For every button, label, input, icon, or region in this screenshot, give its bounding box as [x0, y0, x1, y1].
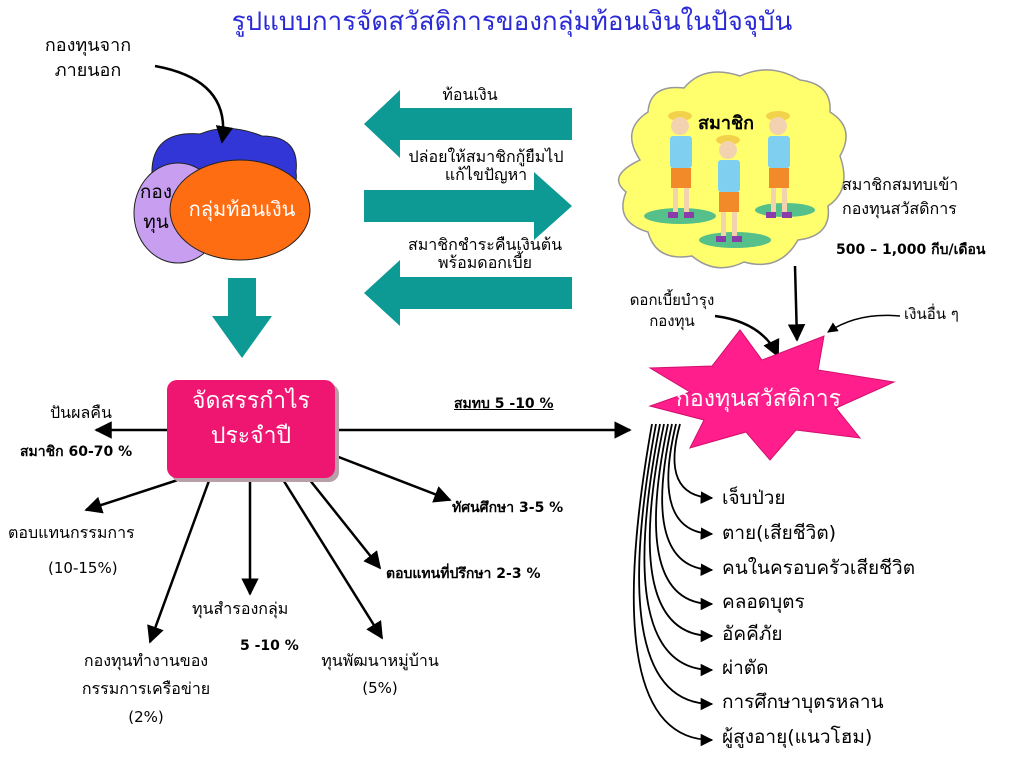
contribution-pct: สมทบ 5 -10 %	[454, 396, 554, 412]
benefit-item: ผ่าตัด	[722, 657, 769, 679]
loan-line-1: ปล่อยให้สมาชิกกู้ยืมไป	[408, 147, 564, 166]
interest-fund-line-1: ดอกเบี้ยบำรุง	[629, 291, 715, 309]
arrow-study-trip	[335, 454, 452, 503]
committee-pct: (10-15%)	[48, 559, 118, 577]
fund-circle-line-2: ทุน	[143, 210, 169, 233]
network-fund-line-2: กรรมการเครือข่าย	[81, 679, 211, 699]
arrow-network-fund	[147, 477, 212, 644]
benefit-item: คนในครอบครัวเสียชีวิต	[722, 557, 916, 579]
repay-line-1: สมาชิกชำระคืนเงินต้น	[407, 235, 563, 254]
teal-arrow-savings	[364, 90, 572, 158]
members-label: สมาชิก	[698, 113, 755, 134]
committee-label: ตอบแทนกรรมการ	[8, 523, 135, 542]
village-dev-line-1: ทุนพัฒนาหมู่บ้าน	[321, 651, 439, 670]
network-fund-label: กองทุนทำงานของ กรรมการเครือข่าย (2%)	[60, 651, 232, 726]
benefit-item: เจ็บป่วย	[722, 487, 786, 509]
savings-label: ท้อนเงิน	[442, 85, 498, 104]
welfare-star	[648, 329, 896, 461]
reserve-label: ทุนสำรองกลุ่ม	[192, 599, 289, 618]
group-circle-label: กลุ่มท้อนเงิน	[188, 197, 296, 221]
arrow-interest-to-fund	[714, 314, 780, 358]
village-dev-pct: (5%)	[362, 679, 398, 698]
dividend-label: ปันผลคืน	[50, 403, 112, 422]
repay-line-2: พร้อมดอกเบี้ย	[438, 253, 532, 273]
profit-box-line-2: ประจำปี	[210, 422, 292, 449]
members-contribute-label: สมาชิกสมทบเข้า กองทุนสวัสดิการ	[842, 175, 959, 219]
loan-line-2: แก้ไขปัญหา	[444, 165, 528, 185]
loan-label: ปล่อยให้สมาชิกกู้ยืมไป แก้ไขปัญหา	[386, 147, 586, 185]
member-figure-1	[668, 111, 694, 218]
repay-label: สมาชิกชำระคืนเงินต้น พร้อมดอกเบี้ย	[380, 235, 590, 273]
arrow-committee	[84, 474, 191, 514]
external-fund-label: กองทุนจาก ภายนอก	[28, 35, 148, 81]
village-dev-label: ทุนพัฒนาหมู่บ้าน (5%)	[300, 651, 460, 698]
reserve-pct: 5 -10 %	[240, 638, 299, 654]
network-fund-line-1: กองทุนทำงานของ	[83, 651, 209, 670]
teal-down-arrow	[212, 278, 272, 358]
arrow-advisor	[304, 473, 382, 570]
teal-arrow-loan	[364, 172, 572, 240]
external-fund-line-2: ภายนอก	[54, 59, 122, 81]
welfare-fund-label: กองทุนสวัสดิการ	[676, 386, 841, 412]
advisor-label: ตอบแทนที่ปรึกษา 2-3 %	[386, 566, 541, 582]
profit-allocation-box: จัดสรรกำไร ประจำปี	[167, 380, 335, 478]
member-figure-3	[766, 111, 792, 218]
dividend-pct: สมาชิก 60-70 %	[20, 444, 133, 460]
external-fund-arrow	[154, 64, 234, 144]
members-contribute-line-1: สมาชิกสมทบเข้า	[842, 175, 959, 194]
benefit-item: ผู้สูงอายุ(แนวโฮม)	[722, 726, 873, 748]
arrow-members-to-fund	[787, 265, 806, 342]
benefit-item: คลอดบุตร	[722, 591, 805, 613]
benefit-item: อัคคีภัย	[722, 623, 783, 645]
group-circles	[133, 127, 311, 264]
members-amount: 500 – 1,000 กีบ/เดือน	[836, 242, 986, 258]
fund-circle-line-1: กอง	[139, 181, 173, 203]
orange-group-circle	[169, 159, 311, 261]
arrow-village-dev	[280, 477, 384, 640]
other-money-label: เงินอื่น ๆ	[904, 305, 959, 323]
arrow-other-to-fund	[827, 314, 901, 333]
teal-arrow-repay	[364, 260, 572, 326]
benefit-arrows	[632, 423, 714, 747]
external-fund-line-1: กองทุนจาก	[44, 35, 132, 56]
interest-fund-line-2: กองทุน	[649, 312, 695, 331]
profit-box-line-1: จัดสรรกำไร	[192, 388, 310, 414]
study-trip-label: ทัศนศึกษา 3-5 %	[452, 500, 564, 516]
page-title: รูปแบบการจัดสวัสดิการของกลุ่มท้อนเงินในป…	[231, 7, 793, 37]
members-contribute-line-2: กองทุนสวัสดิการ	[842, 199, 957, 219]
network-fund-pct: (2%)	[128, 707, 164, 726]
fund-circle-label: กอง ทุน	[136, 181, 176, 234]
member-figure-2	[716, 135, 742, 242]
interest-fund-label: ดอกเบี้ยบำรุง กองทุน	[612, 291, 732, 331]
benefit-item: ตาย(เสียชีวิต)	[722, 522, 837, 544]
benefit-item: การศึกษาบุตรหลาน	[722, 691, 884, 713]
